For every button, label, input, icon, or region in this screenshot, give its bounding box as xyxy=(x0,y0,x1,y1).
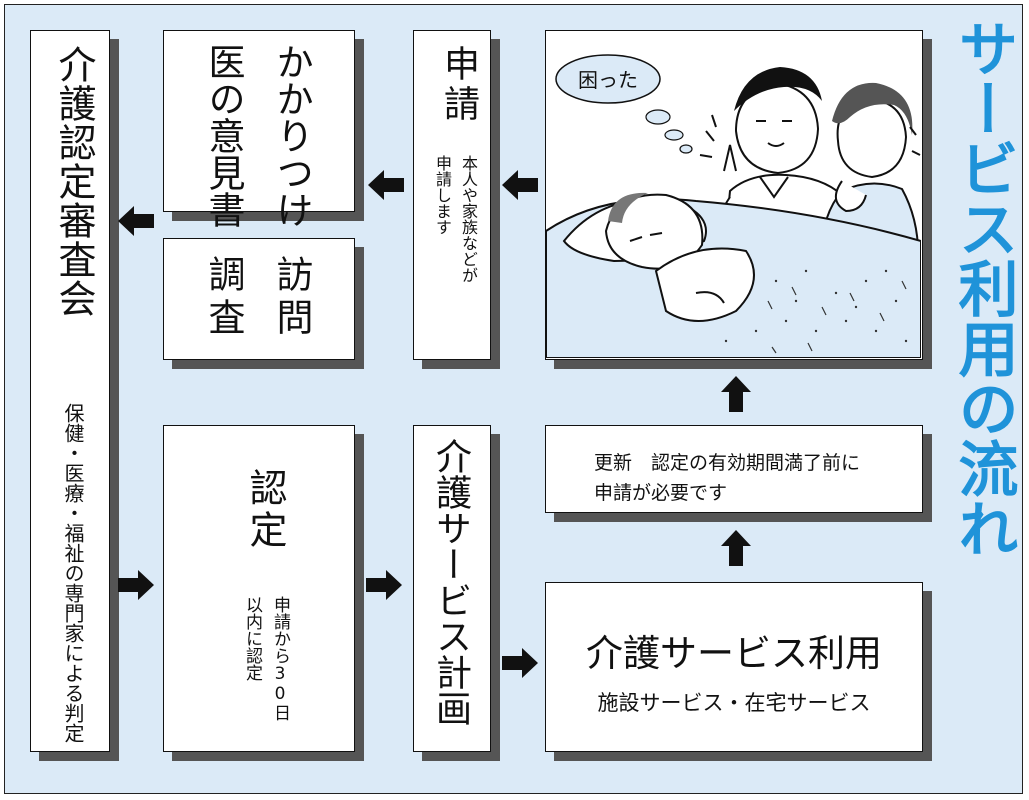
certification-note-1: 申請から30日 xyxy=(270,596,290,721)
application-note-1: 本人や家族などが xyxy=(459,155,478,283)
home-survey-line-2: 調査 xyxy=(202,255,245,341)
application-heading: 申請 xyxy=(438,45,479,125)
arrow-committee-to-certification xyxy=(118,570,154,600)
service-use-box: 介護サービス利用 施設サービス・在宅サービス xyxy=(545,582,923,752)
committee-box: 介護認定審査会 保健・医療・福祉の専門家による判定 xyxy=(30,30,110,752)
family-illustration: 困った xyxy=(546,54,921,358)
committee-heading: 介護認定審査会 xyxy=(52,45,96,318)
renewal-line-1: 更新 認定の有効期間満了前に xyxy=(594,452,861,474)
home-survey-line-1: 訪問 xyxy=(270,255,313,341)
application-note-2: 申請します xyxy=(433,155,452,235)
arrow-illustration-to-application xyxy=(502,170,538,200)
certification-box: 認定 申請から30日 以内に認定 xyxy=(163,425,355,752)
arrow-care-plan-to-service-use xyxy=(502,648,538,678)
certification-heading: 認定 xyxy=(243,468,287,552)
arrow-service-use-to-renewal xyxy=(721,530,751,566)
renewal-box: 更新 認定の有効期間満了前に 申請が必要です xyxy=(545,425,923,513)
renewal-line-2: 申請が必要です xyxy=(594,482,728,504)
doctor-opinion-line-1: かかりつけ xyxy=(270,43,313,228)
illustration-box: 困った xyxy=(545,30,923,360)
application-box: 申請 本人や家族などが 申請します xyxy=(413,30,491,360)
committee-note: 保健・医療・福祉の専門家による判定 xyxy=(61,403,85,743)
care-plan-box: 介護サービス計画 xyxy=(413,425,491,752)
certification-note-2: 以内に認定 xyxy=(242,596,262,681)
arrow-application-to-opinion xyxy=(368,170,404,200)
diagram-title: サービス利用の流れ xyxy=(948,18,1018,558)
home-survey-box: 訪問 調査 xyxy=(163,238,355,360)
doctor-opinion-box: かかりつけ 医の意見書 xyxy=(163,30,355,228)
service-use-subheading: 施設サービス・在宅サービス xyxy=(597,691,871,715)
arrow-renewal-to-illustration xyxy=(721,376,751,412)
arrow-opinion-to-committee xyxy=(118,206,154,236)
speech-bubble-text: 困った xyxy=(578,68,638,92)
doctor-opinion-line-2: 医の意見書 xyxy=(202,43,245,228)
arrow-certification-to-care-plan xyxy=(366,570,402,600)
service-use-heading: 介護サービス利用 xyxy=(586,632,882,675)
care-plan-heading: 介護サービス計画 xyxy=(430,438,471,726)
